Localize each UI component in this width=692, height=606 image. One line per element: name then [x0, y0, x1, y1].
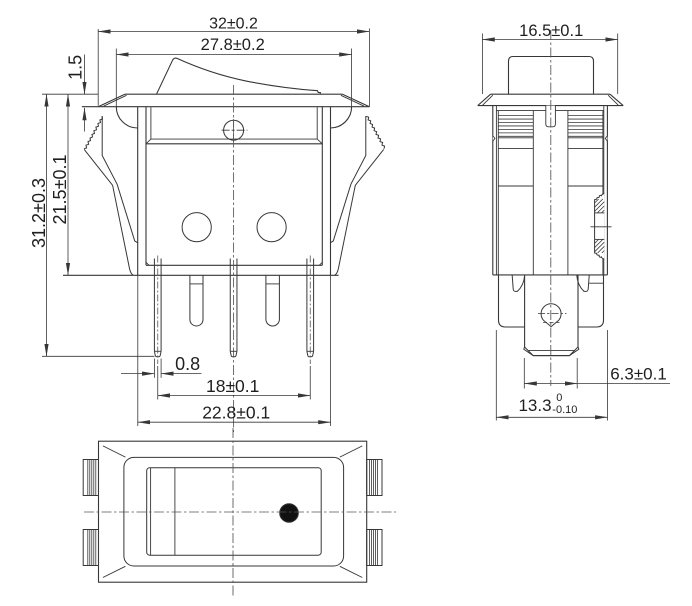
svg-text:21.5±0.1: 21.5±0.1	[50, 155, 70, 225]
svg-text:0: 0	[556, 392, 562, 404]
svg-text:32±0.2: 32±0.2	[209, 15, 258, 32]
svg-text:27.8±0.2: 27.8±0.2	[201, 36, 265, 54]
svg-text:31.2±0.3: 31.2±0.3	[29, 178, 49, 248]
svg-text:22.8±0.1: 22.8±0.1	[202, 402, 270, 422]
svg-text:18±0.1: 18±0.1	[206, 376, 259, 396]
svg-text:-0.10: -0.10	[552, 404, 577, 416]
svg-text:1.5: 1.5	[65, 55, 85, 80]
svg-text:0.8: 0.8	[175, 354, 200, 374]
svg-text:13.3: 13.3	[518, 396, 551, 415]
svg-text:6.3±0.1: 6.3±0.1	[610, 364, 667, 383]
